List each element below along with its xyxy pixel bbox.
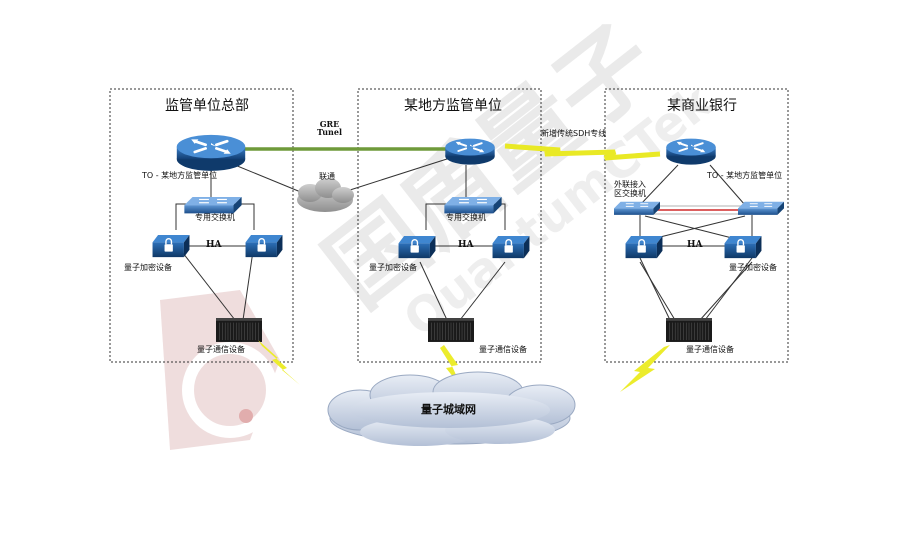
- local-comm-server-icon[interactable]: [428, 318, 474, 342]
- metro-label: 量子城域网: [421, 403, 476, 416]
- local-switch-label: 专用交换机: [446, 213, 486, 222]
- local-switch-icon[interactable]: [444, 197, 502, 214]
- bank-title: 某商业银行: [667, 98, 737, 114]
- bank-to-label: TO - 某地方监管单位: [707, 171, 783, 180]
- bank-router-icon[interactable]: [665, 137, 717, 166]
- local-comm-label: 量子通信设备: [479, 345, 527, 354]
- sdh-label: 新增传统SDH专线: [541, 129, 607, 138]
- bank-comm-label: 量子通信设备: [686, 345, 734, 354]
- unicom-label: 联通: [319, 172, 335, 181]
- bank-switch-left-icon[interactable]: [614, 201, 660, 216]
- hq-switch-label: 专用交换机: [195, 213, 235, 222]
- hq-switch-icon[interactable]: [184, 197, 242, 214]
- bank-ha-label: HA: [687, 240, 703, 250]
- hq-encrypt-label: 量子加密设备: [124, 263, 172, 272]
- bank-comm-server-icon[interactable]: [666, 318, 712, 342]
- local-router-icon[interactable]: [444, 137, 496, 166]
- hq-ha-label: HA: [206, 240, 222, 250]
- bank-switch-right-icon[interactable]: [738, 201, 784, 216]
- hq-to-label: TO - 某地方监管单位: [142, 171, 218, 180]
- local-title: 某地方监管单位: [404, 98, 502, 114]
- hq-comm-server-icon[interactable]: [216, 318, 262, 342]
- bank-encrypt-right-icon[interactable]: [724, 236, 762, 259]
- unicom-link-local: [349, 157, 451, 191]
- bank-switch-label: 外联接入 区交换机: [614, 180, 646, 199]
- hq-encrypt-right-icon[interactable]: [245, 235, 283, 258]
- hq-router-icon[interactable]: [175, 133, 247, 172]
- watermark-text: 国盾量子 QuantumCTek: [305, 3, 724, 348]
- local-ha-label: HA: [458, 240, 474, 250]
- hq-title: 监管单位总部: [165, 98, 249, 114]
- bank-links: [639, 164, 753, 321]
- local-encrypt-label: 量子加密设备: [369, 263, 417, 272]
- local-encrypt-left-icon[interactable]: [398, 236, 436, 259]
- local-encrypt-right-icon[interactable]: [492, 236, 530, 259]
- metro-cloud: [327, 371, 576, 446]
- unicom-link-hq: [229, 162, 309, 196]
- bank-encrypt-label: 量子加密设备: [729, 263, 777, 272]
- sdh-lightning: [504, 143, 661, 161]
- hq-lightning: [258, 340, 300, 385]
- bank-encrypt-left-icon[interactable]: [625, 236, 663, 259]
- gre-tunnel-label: GRE Tunel: [317, 119, 342, 137]
- hq-encrypt-left-icon[interactable]: [152, 235, 190, 258]
- unicom-cloud: [297, 178, 354, 212]
- bank-lightning: [620, 345, 670, 392]
- bank-red-links: [650, 205, 750, 215]
- watermark-logo: [160, 290, 280, 450]
- hq-comm-label: 量子通信设备: [197, 345, 245, 354]
